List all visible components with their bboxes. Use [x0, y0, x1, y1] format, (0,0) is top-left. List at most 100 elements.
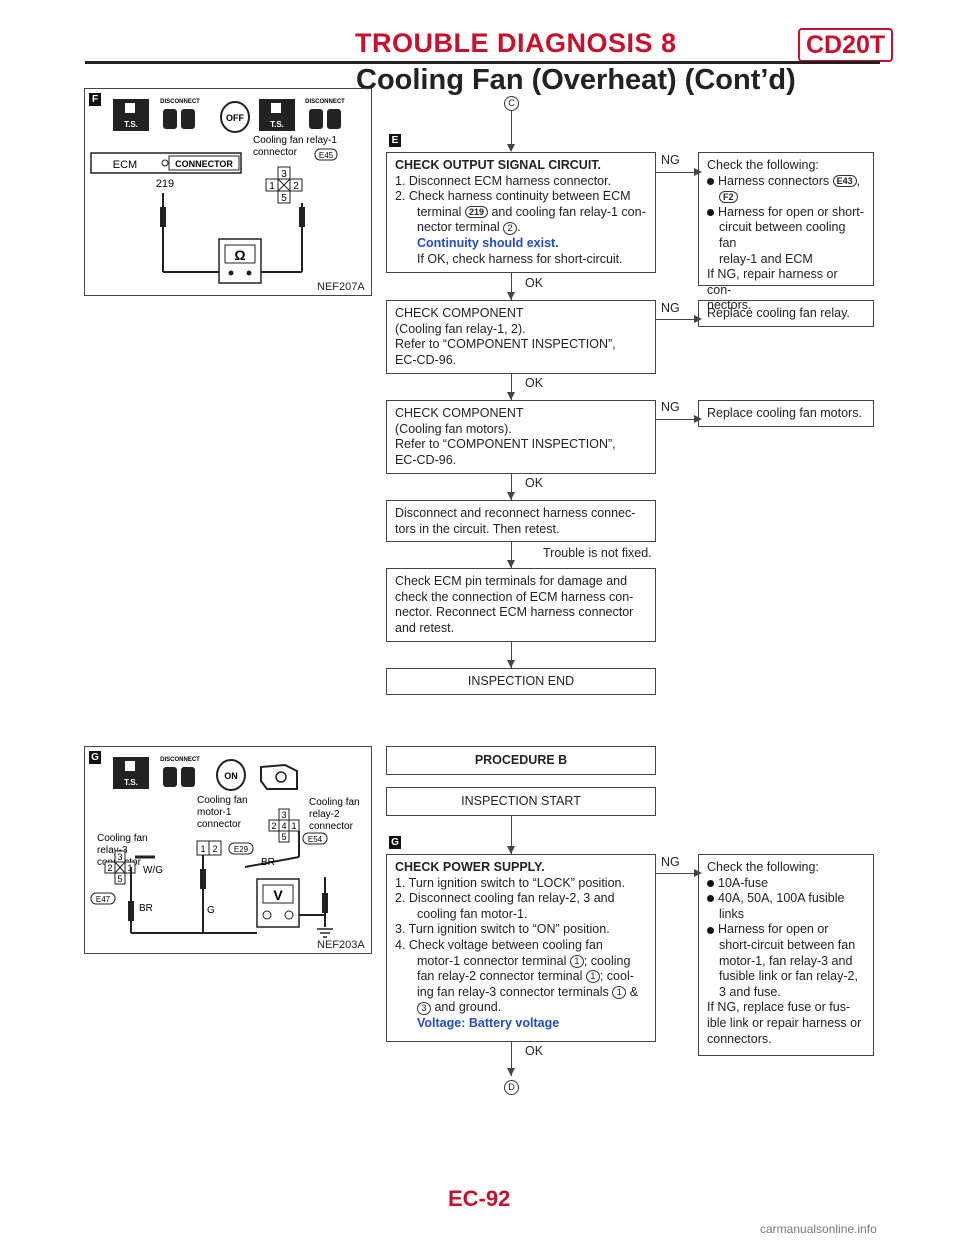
terminal-number: 1 [612, 985, 627, 999]
step-line: check the connection of ECM harness con- [395, 589, 634, 604]
disconnect-icon-2: DISCONNECT [305, 99, 345, 129]
svg-text:ECM: ECM [113, 159, 137, 171]
ok-label: OK [525, 1044, 544, 1058]
ng4-box: Check the following: 10A-fuse 40A, 50A, … [698, 854, 874, 1056]
step-line: 1. Turn ignition switch to “LOCK” positi… [395, 875, 625, 890]
svg-text:DISCONNECT: DISCONNECT [160, 757, 200, 763]
not-fixed-label: Trouble is not fixed. [543, 546, 652, 560]
page-number: EC-92 [448, 1186, 511, 1211]
ng3-box: Replace cooling fan motors. [698, 400, 874, 427]
svg-text:motor-1: motor-1 [197, 807, 232, 818]
ng-label: NG [661, 855, 680, 869]
engine-badge: CD20T [798, 28, 894, 62]
header-rule [85, 61, 880, 64]
flow-arrow [507, 846, 515, 854]
svg-text:3: 3 [117, 852, 122, 862]
engine-icon [260, 763, 298, 790]
svg-text:2: 2 [212, 844, 217, 854]
ohmmeter-icon: Ω [218, 238, 262, 284]
ts-icon: T.S. [113, 99, 149, 131]
bullet-line: circuit between cooling fan [719, 220, 846, 250]
bullet-line: relay-1 and ECM [719, 251, 813, 266]
svg-text:Cooling fan relay-1: Cooling fan relay-1 [253, 135, 337, 146]
svg-text:connector: connector [253, 147, 298, 158]
key-on-icon: ON [216, 759, 246, 791]
figure-id: NEF203A [317, 939, 365, 951]
svg-text:G: G [207, 905, 215, 916]
step-line: ing fan relay-3 connector terminals 1 & [417, 984, 639, 999]
svg-text:connector: connector [309, 821, 354, 832]
flow-line [656, 172, 696, 173]
step-line: 1. Disconnect ECM harness connector. [395, 173, 612, 188]
step-line: Refer to “COMPONENT INSPECTION”, [395, 337, 616, 352]
svg-text:T.S.: T.S. [270, 120, 284, 129]
svg-text:1: 1 [200, 844, 205, 854]
step-line: Check the following: [707, 860, 819, 874]
flow-line [656, 419, 696, 420]
bullet-line: 40A, 50A, 100A fusible [707, 891, 865, 907]
step-line: ible link or repair harness or [707, 1015, 862, 1030]
watermark: carmanualsonline.info [760, 1222, 877, 1236]
svg-text:3: 3 [281, 810, 286, 820]
svg-text:E47: E47 [96, 895, 111, 904]
svg-text:relay-2: relay-2 [309, 809, 340, 820]
flow-line [511, 542, 512, 568]
svg-text:1: 1 [269, 181, 275, 192]
svg-text:2: 2 [271, 821, 276, 831]
section-title: TROUBLE DIAGNOSIS 8 [355, 28, 677, 58]
svg-text:E45: E45 [319, 151, 334, 160]
step-line: 2. Check harness continuity between ECM [395, 189, 631, 204]
terminal-number: 3 [417, 1001, 431, 1015]
connector-tag: E43 [832, 175, 857, 188]
page-subtitle: Cooling Fan (Overheat) (Cont’d) [356, 64, 796, 96]
svg-text:DISCONNECT: DISCONNECT [305, 99, 345, 105]
ok-label: OK [525, 376, 544, 390]
flow-arrow [507, 1068, 515, 1076]
ts-icon: T.S. [113, 757, 149, 789]
inspection-start-box: INSPECTION START [386, 787, 656, 816]
flow-line [511, 374, 512, 400]
connector-c: C [504, 96, 519, 111]
flow-arrow [507, 492, 515, 500]
step-line: Check the following: [707, 158, 819, 172]
ng2-box: Replace cooling fan relay. [698, 300, 874, 327]
check-ecm-pins-box: Check ECM pin terminals for damage and c… [386, 568, 656, 642]
flow-line [656, 873, 696, 874]
svg-text:5: 5 [281, 832, 286, 842]
figure-power-supply: G T.S. DISCONNECT ON Cooling fan relay-3… [84, 746, 372, 954]
svg-text:4: 4 [281, 821, 286, 831]
step-line: 3. Turn ignition switch to “ON” position… [395, 922, 610, 937]
step-line: motor-1 connector terminal 1; cooling [417, 953, 631, 968]
step-line: (Cooling fan relay-1, 2). [395, 321, 526, 336]
step-line: If NG, repair harness or con- [707, 267, 838, 297]
connector-d: D [504, 1080, 519, 1095]
flow-line [511, 816, 512, 854]
step-line: CHECK COMPONENT [395, 406, 524, 420]
svg-text:E29: E29 [234, 845, 249, 854]
figure-ecm-relay1: F T.S. DISCONNECT OFF T.S. DISCONNECT [84, 88, 372, 296]
step-line: EC-CD-96. [395, 352, 457, 367]
terminal-number: 1 [569, 954, 584, 968]
step-line: CHECK COMPONENT [395, 306, 524, 320]
ng1-box: Check the following: Harness connectors … [698, 152, 874, 312]
disconnect-icon: DISCONNECT [160, 99, 200, 129]
svg-text:Ω: Ω [234, 247, 245, 263]
flow-line [511, 273, 512, 300]
svg-text:Cooling fan: Cooling fan [197, 795, 248, 806]
step-spec: Voltage: Battery voltage [417, 1015, 560, 1030]
step-line: 3 and ground. [395, 1000, 647, 1016]
check-output-signal-box: CHECK OUTPUT SIGNAL CIRCUIT. 1. Disconne… [386, 152, 656, 273]
flow-arrow [507, 560, 515, 568]
terminal-number: 1 [585, 970, 600, 984]
svg-text:DISCONNECT: DISCONNECT [160, 99, 200, 105]
svg-text:1: 1 [291, 821, 296, 831]
bullet-line: F2 [707, 189, 865, 205]
wiring-diagram-2: T.S. DISCONNECT ON Cooling fan relay-3 c… [90, 757, 360, 938]
ng-label: NG [661, 153, 680, 167]
step-spec: Continuity should exist. [417, 235, 559, 250]
bullet-line: Harness for open or short- [707, 205, 865, 221]
step-title: CHECK POWER SUPPLY. [395, 860, 545, 874]
voltmeter-icon: V [256, 878, 300, 928]
reconnect-box: Disconnect and reconnect harness connec-… [386, 500, 656, 542]
terminal-tag: 219 [464, 206, 488, 219]
